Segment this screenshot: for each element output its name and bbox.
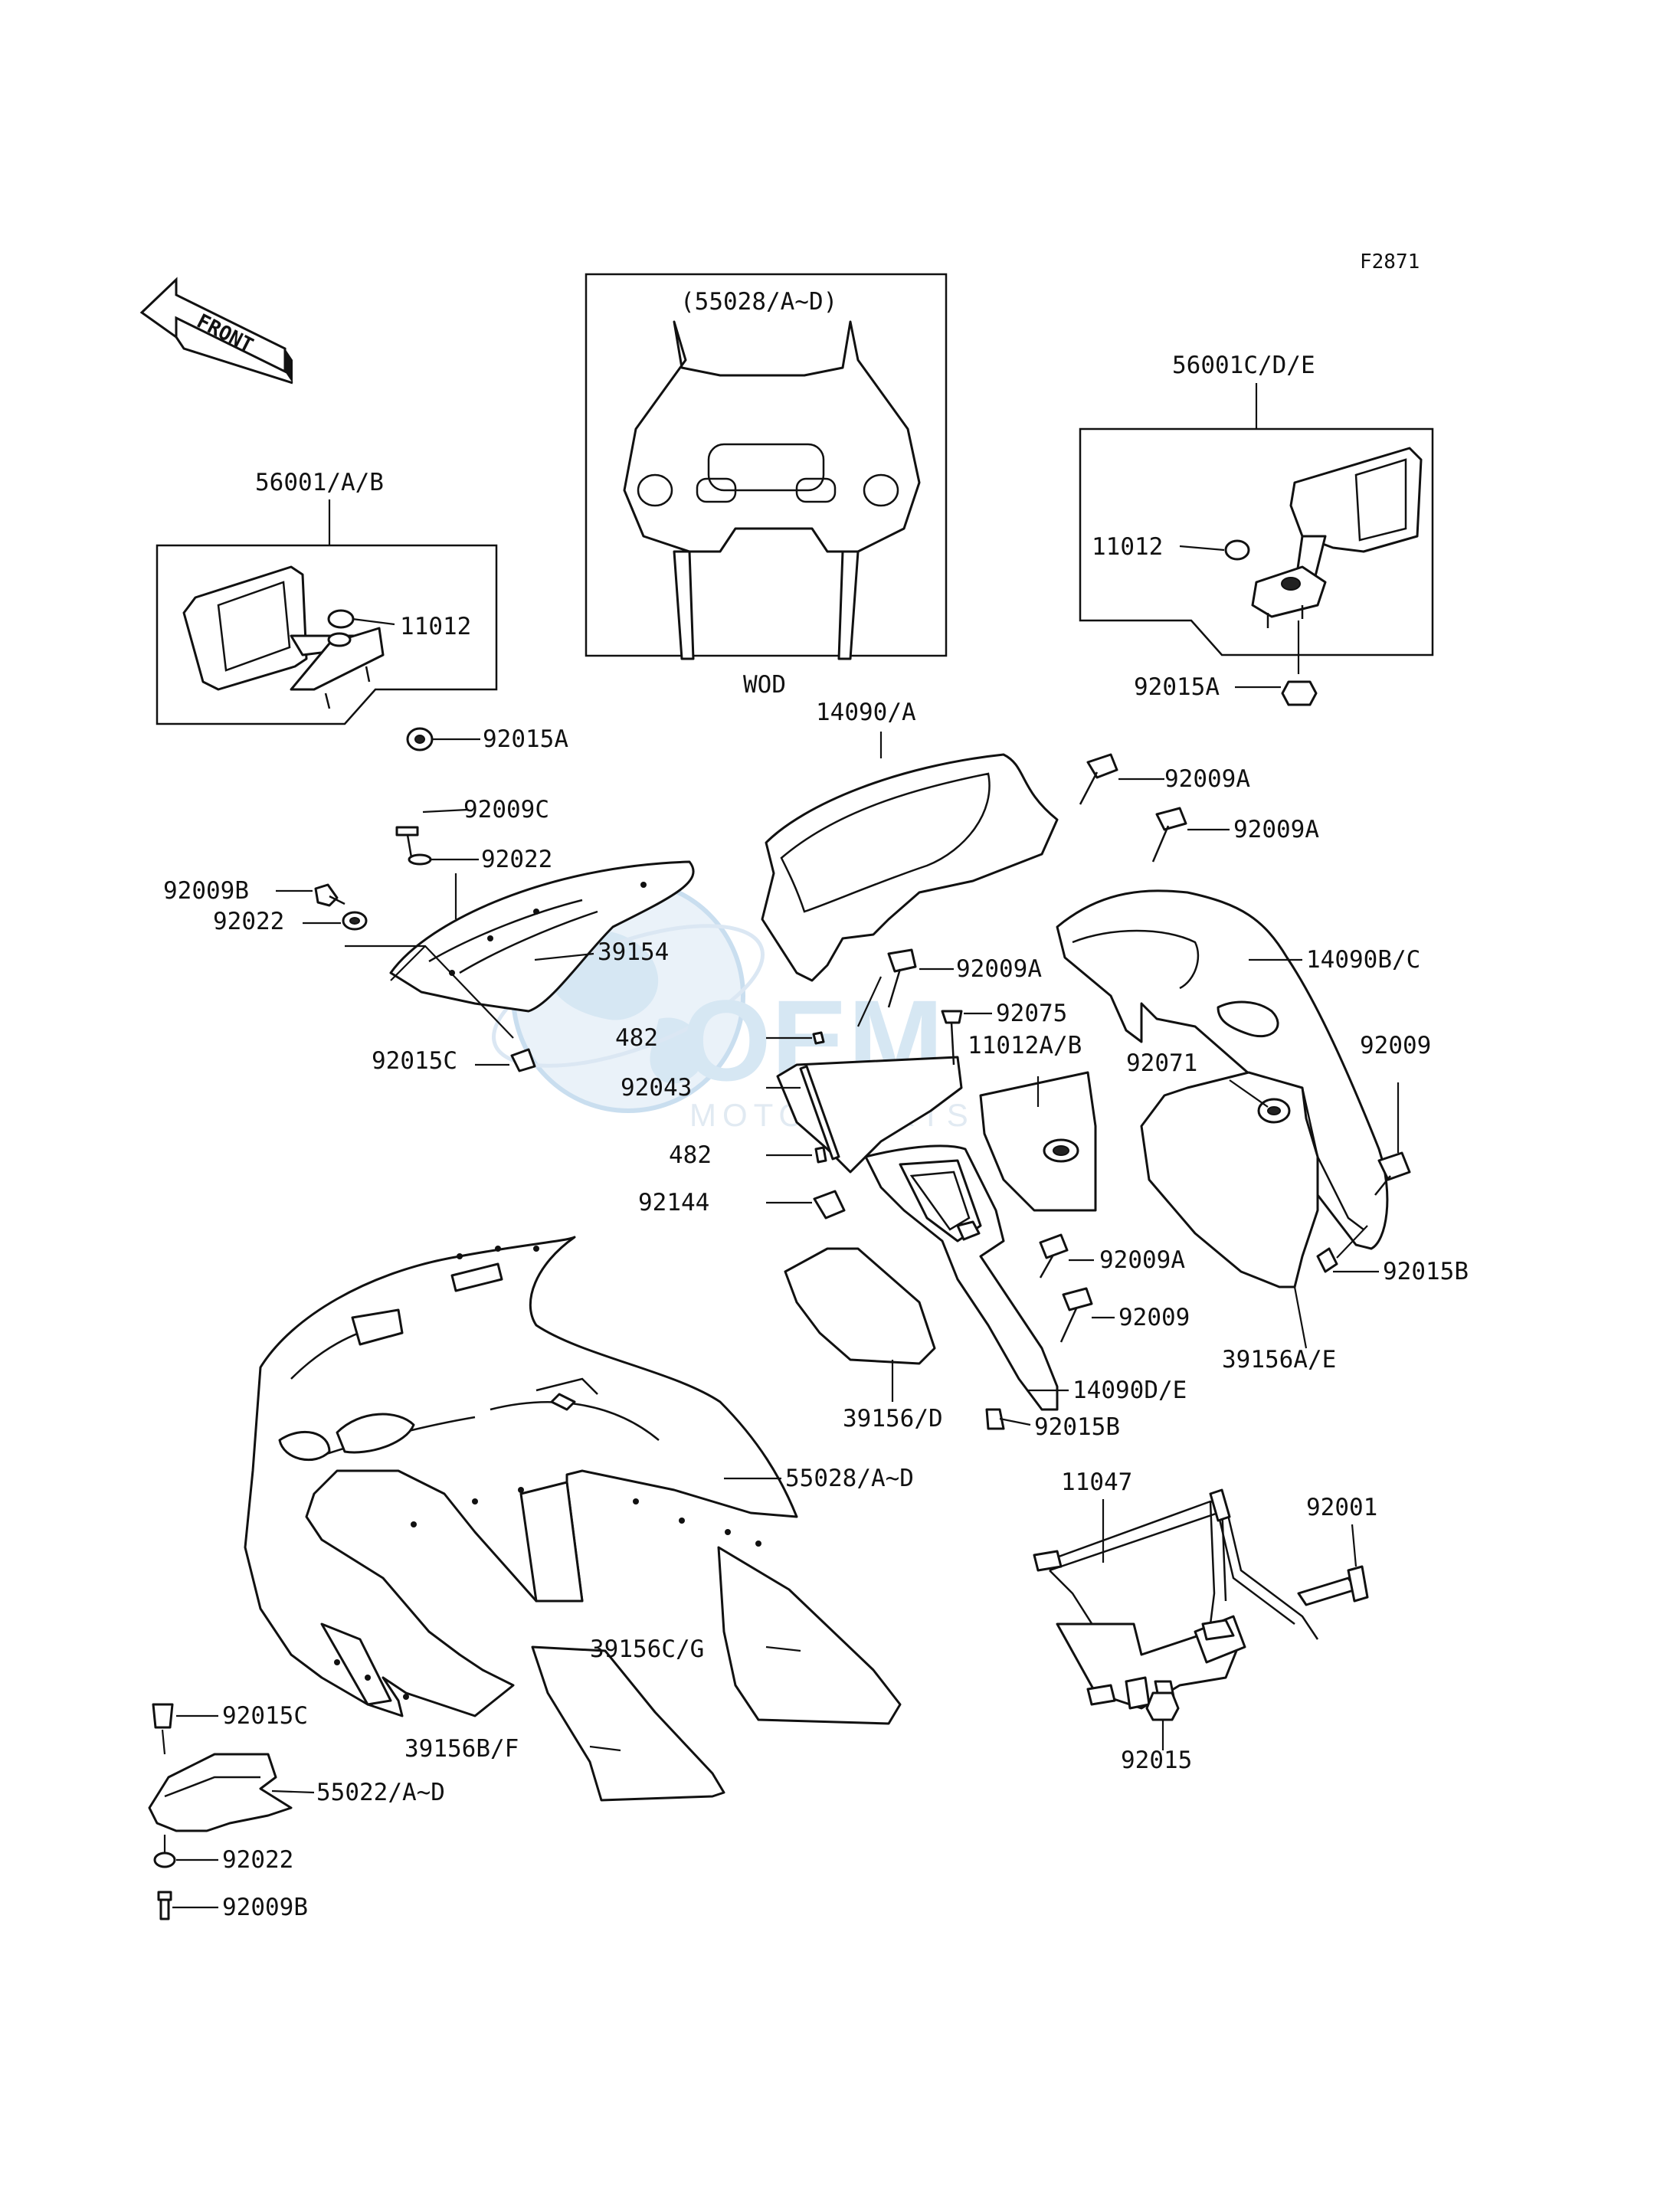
figure-code: F2871 — [1360, 250, 1420, 273]
cowl-variant-label: (55028/A~D) — [680, 288, 837, 316]
callout-label: 92022 — [481, 846, 552, 873]
callout-label: 92009A — [1164, 765, 1250, 793]
callout-label: 92001 — [1306, 1494, 1377, 1521]
callout-label: 92022 — [222, 1846, 293, 1874]
callout-label: 92043 — [621, 1074, 692, 1102]
callout-label: 482 — [669, 1141, 712, 1169]
callout-labels: 11012 92015A 11012 92015A 14090/A 92009A… — [163, 533, 1469, 1921]
callout-label: 55028/A~D — [785, 1465, 914, 1492]
callout-label: 14090D/E — [1073, 1377, 1187, 1404]
cowl-variant-note: WOD — [743, 671, 786, 699]
mirror-left-label: 56001/A/B — [255, 469, 384, 496]
callout-label: 92009C — [463, 796, 549, 823]
callout-label: 482 — [615, 1024, 658, 1052]
callout-label: 11012 — [1092, 533, 1163, 561]
callout-label: 92015A — [1134, 673, 1220, 701]
callout-label: 92075 — [996, 1000, 1067, 1027]
callout-label: 11047 — [1061, 1468, 1132, 1496]
inner-panel-39156AE — [1140, 1071, 1319, 1349]
mirror-left-box: 56001/A/B — [156, 469, 498, 751]
callout-label: 39156C/G — [590, 1635, 704, 1663]
callout-label: 55022/A~D — [316, 1779, 445, 1806]
inner-panel-39156D — [784, 1247, 936, 1402]
side-panel-14090BC — [1056, 889, 1411, 1273]
callout-label: 92144 — [638, 1189, 709, 1216]
callout-label: 92009B — [222, 1894, 308, 1921]
upper-cowl-55028 — [244, 1236, 798, 1717]
front-arrow-label: FRONT — [193, 310, 257, 358]
callout-label: 11012 — [400, 613, 471, 640]
fasteners-left — [276, 808, 536, 1072]
callout-label: 11012A/B — [968, 1032, 1082, 1059]
callout-label: 92009B — [163, 877, 249, 905]
callout-label: 92009A — [956, 955, 1042, 983]
callout-label: 39156B/F — [404, 1735, 519, 1763]
callout-label: 39156/D — [843, 1405, 943, 1432]
callout-label: 92009 — [1118, 1304, 1190, 1331]
callout-label: 14090/A — [816, 699, 916, 726]
callout-label: 92015A — [483, 725, 568, 753]
callout-label: 92009 — [1360, 1032, 1431, 1059]
callout-label: 92009A — [1233, 816, 1319, 843]
callout-label: 92071 — [1126, 1049, 1197, 1077]
mirror-right-box: 56001C/D/E — [1079, 352, 1434, 706]
callout-label: 92022 — [213, 908, 284, 935]
front-arrow-icon: FRONT — [139, 277, 293, 385]
callout-label: 92015B — [1034, 1413, 1120, 1441]
callout-label: 92015 — [1121, 1747, 1192, 1774]
mirror-right-label: 56001C/D/E — [1172, 352, 1315, 379]
cowl-variant-box: (55028/A~D) WOD — [585, 273, 948, 699]
duct-55022 — [148, 1703, 315, 1920]
center-inner-parts — [766, 1010, 1115, 1430]
callout-label: 92015C — [372, 1047, 457, 1075]
inner-panel-39154 — [345, 860, 695, 1039]
callout-label: 39156A/E — [1222, 1346, 1336, 1374]
callout-label: 39154 — [598, 938, 669, 966]
stay-bracket-11047 — [1033, 1488, 1369, 1750]
meter-cover-14090 — [761, 732, 1230, 1027]
lower-inner-panels — [531, 1546, 902, 1802]
callout-label: 14090B/C — [1306, 946, 1420, 974]
callout-label: 92015C — [222, 1702, 308, 1730]
callout-label: 92015B — [1383, 1258, 1469, 1285]
callout-label: 92009A — [1099, 1246, 1185, 1274]
